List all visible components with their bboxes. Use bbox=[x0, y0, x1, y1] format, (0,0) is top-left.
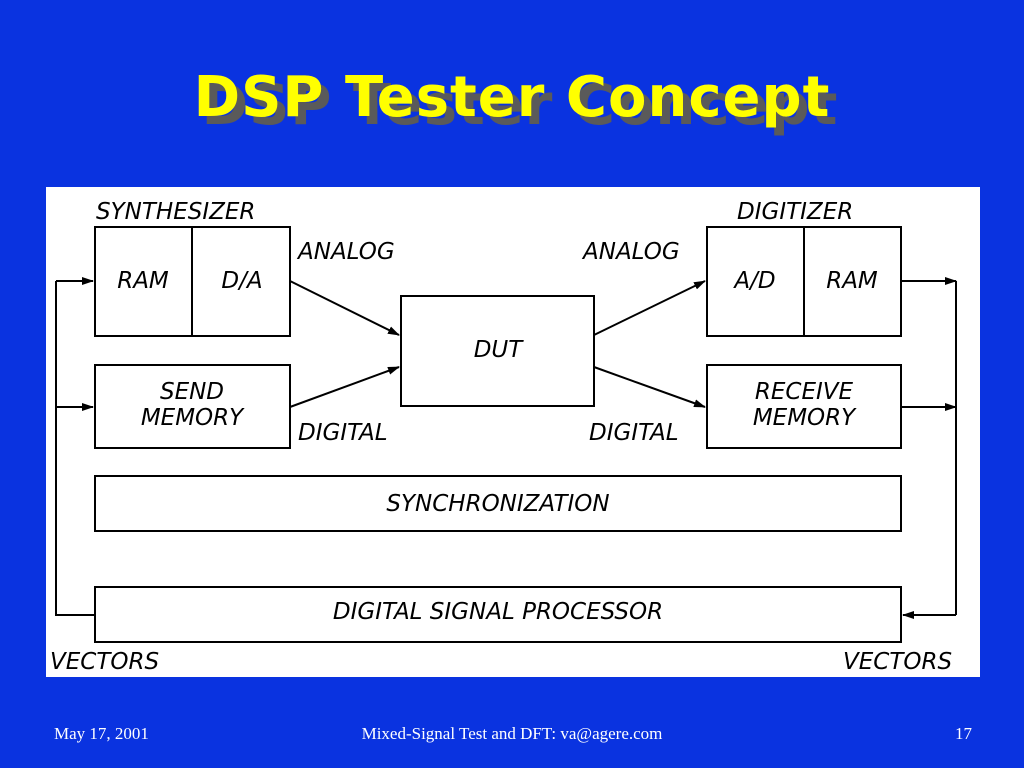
left-vectors-bus bbox=[55, 277, 95, 616]
digital-in-arrow bbox=[289, 366, 400, 408]
receive-memory-line1: RECEIVE bbox=[755, 379, 854, 405]
slide-title-text: DSP Tester Concept bbox=[193, 65, 831, 130]
footer-date: May 17, 2001 bbox=[54, 724, 149, 743]
digital-in-label: DIGITAL bbox=[298, 420, 388, 446]
analog-in-arrow bbox=[289, 280, 400, 336]
slide-title: DSP Tester Concept DSP Tester Concept bbox=[0, 62, 1024, 142]
send-memory-line1: SEND bbox=[160, 379, 224, 405]
dut-block: DUT bbox=[400, 295, 595, 407]
digitizer-ram: RAM bbox=[826, 268, 878, 294]
analog-out-label: ANALOG bbox=[581, 239, 680, 265]
receive-memory-block: RECEIVE MEMORY bbox=[706, 364, 902, 449]
analog-out-arrow bbox=[593, 280, 706, 336]
vectors-right-label: VECTORS bbox=[843, 649, 952, 675]
footer-center-text: Mixed-Signal Test and DFT: va@agere.com bbox=[361, 724, 663, 743]
vectors-left-label: VECTORS bbox=[50, 649, 159, 675]
digital-out-arrow bbox=[593, 366, 706, 408]
digitizer-block: A/D RAM bbox=[706, 226, 902, 337]
synthesizer-block: RAM D/A bbox=[94, 226, 291, 337]
synchronization-block: SYNCHRONIZATION bbox=[94, 475, 902, 532]
digitizer-ad: A/D bbox=[732, 268, 775, 294]
send-memory-block: SEND MEMORY bbox=[94, 364, 291, 449]
slide-title-shadow: DSP Tester Concept bbox=[201, 73, 839, 138]
right-vectors-bus bbox=[901, 277, 957, 619]
synthesizer-ram: RAM bbox=[117, 268, 169, 294]
dsp-label: DIGITAL SIGNAL PROCESSOR bbox=[333, 599, 663, 625]
digitizer-label: DIGITIZER bbox=[737, 199, 853, 225]
synchronization-label: SYNCHRONIZATION bbox=[386, 491, 609, 517]
dsp-tester-diagram: SYNTHESIZER RAM D/A SEND MEMORY DUT DIGI… bbox=[46, 187, 980, 677]
receive-memory-line2: MEMORY bbox=[753, 405, 857, 431]
dsp-block: DIGITAL SIGNAL PROCESSOR bbox=[94, 586, 902, 643]
synthesizer-da: D/A bbox=[221, 268, 262, 294]
send-memory-line2: MEMORY bbox=[141, 405, 245, 431]
dut-label: DUT bbox=[474, 337, 525, 363]
footer-page-number: 17 bbox=[955, 724, 972, 743]
analog-in-label: ANALOG bbox=[296, 239, 395, 265]
synthesizer-label: SYNTHESIZER bbox=[96, 199, 255, 225]
digital-out-label: DIGITAL bbox=[589, 420, 679, 446]
